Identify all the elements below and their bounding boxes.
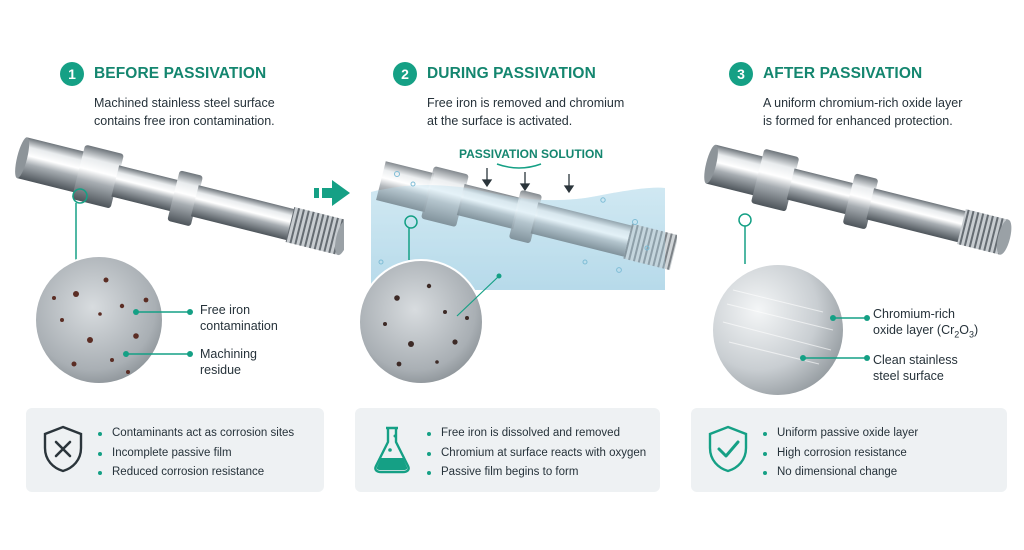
list-item: Uniform passive oxide layer — [763, 424, 918, 444]
magnified-surface — [358, 259, 484, 385]
list-item: Reduced corrosion resistance — [98, 463, 294, 483]
list-item: Free iron is dissolved and removed — [427, 424, 646, 444]
stage-description: A uniform chromium-rich oxide layer is f… — [763, 96, 963, 128]
stage-during: 2 DURING PASSIVATION Free iron is remove… — [347, 0, 677, 550]
step-number-badge: 2 — [393, 62, 417, 86]
shield-check-icon — [708, 425, 748, 473]
callout-clean-surface: Clean stainless steel surface — [873, 353, 958, 383]
summary-panel-before: Contaminants act as corrosion sites Inco… — [26, 408, 324, 492]
shield-x-icon — [43, 425, 83, 473]
list-item: Chromium at surface reacts with oxygen — [427, 444, 646, 464]
list-item: Contaminants act as corrosion sites — [98, 424, 294, 444]
solution-label: PASSIVATION SOLUTION — [459, 147, 604, 161]
flask-icon — [374, 426, 410, 474]
callout-free-iron: Free iron contamination — [200, 303, 278, 333]
shaft — [15, 137, 344, 256]
stage-before: 1 BEFORE PASSIVATION Machined stainless … — [14, 0, 344, 550]
bullet-list: Uniform passive oxide layer High corrosi… — [763, 424, 918, 483]
stage-title: DURING PASSIVATION — [427, 65, 596, 82]
list-item: High corrosion resistance — [763, 444, 918, 464]
stage-title: AFTER PASSIVATION — [763, 65, 923, 82]
step-number-badge: 3 — [729, 62, 753, 86]
summary-panel-after: Uniform passive oxide layer High corrosi… — [691, 408, 1007, 492]
shaft — [704, 144, 1012, 255]
stage-header: 1 BEFORE PASSIVATION — [60, 62, 266, 86]
stage-description: Machined stainless steel surface contain… — [94, 96, 275, 128]
arrow-right-icon — [314, 180, 350, 206]
summary-panel-during: Free iron is dissolved and removed Chrom… — [355, 408, 660, 492]
step-number-badge: 1 — [60, 62, 84, 86]
list-item: No dimensional change — [763, 463, 918, 483]
stage-header: 2 DURING PASSIVATION — [393, 62, 596, 86]
bullet-list: Contaminants act as corrosion sites Inco… — [98, 424, 294, 483]
bullet-list: Free iron is dissolved and removed Chrom… — [427, 424, 646, 483]
list-item: Incomplete passive film — [98, 444, 294, 464]
stage-header: 3 AFTER PASSIVATION — [729, 62, 922, 86]
iron-particles — [52, 277, 149, 374]
callout-oxide-layer: Chromium-rich oxide layer (Cr2O3) — [873, 307, 979, 340]
immersion-illustration — [358, 161, 677, 385]
shaft-illustration — [704, 144, 1012, 397]
list-item: Passive film begins to form — [427, 463, 646, 483]
shaft — [376, 161, 677, 271]
shaft-illustration — [15, 137, 344, 385]
stage-title: BEFORE PASSIVATION — [94, 65, 267, 82]
callout-machining-residue: Machining residue — [200, 347, 257, 377]
magnified-surface — [711, 263, 845, 397]
magnified-surface — [34, 255, 164, 385]
stage-after: 3 AFTER PASSIVATION A uniform chromium-r… — [683, 0, 1013, 550]
stage-description: Free iron is removed and chromium at the… — [427, 96, 625, 128]
